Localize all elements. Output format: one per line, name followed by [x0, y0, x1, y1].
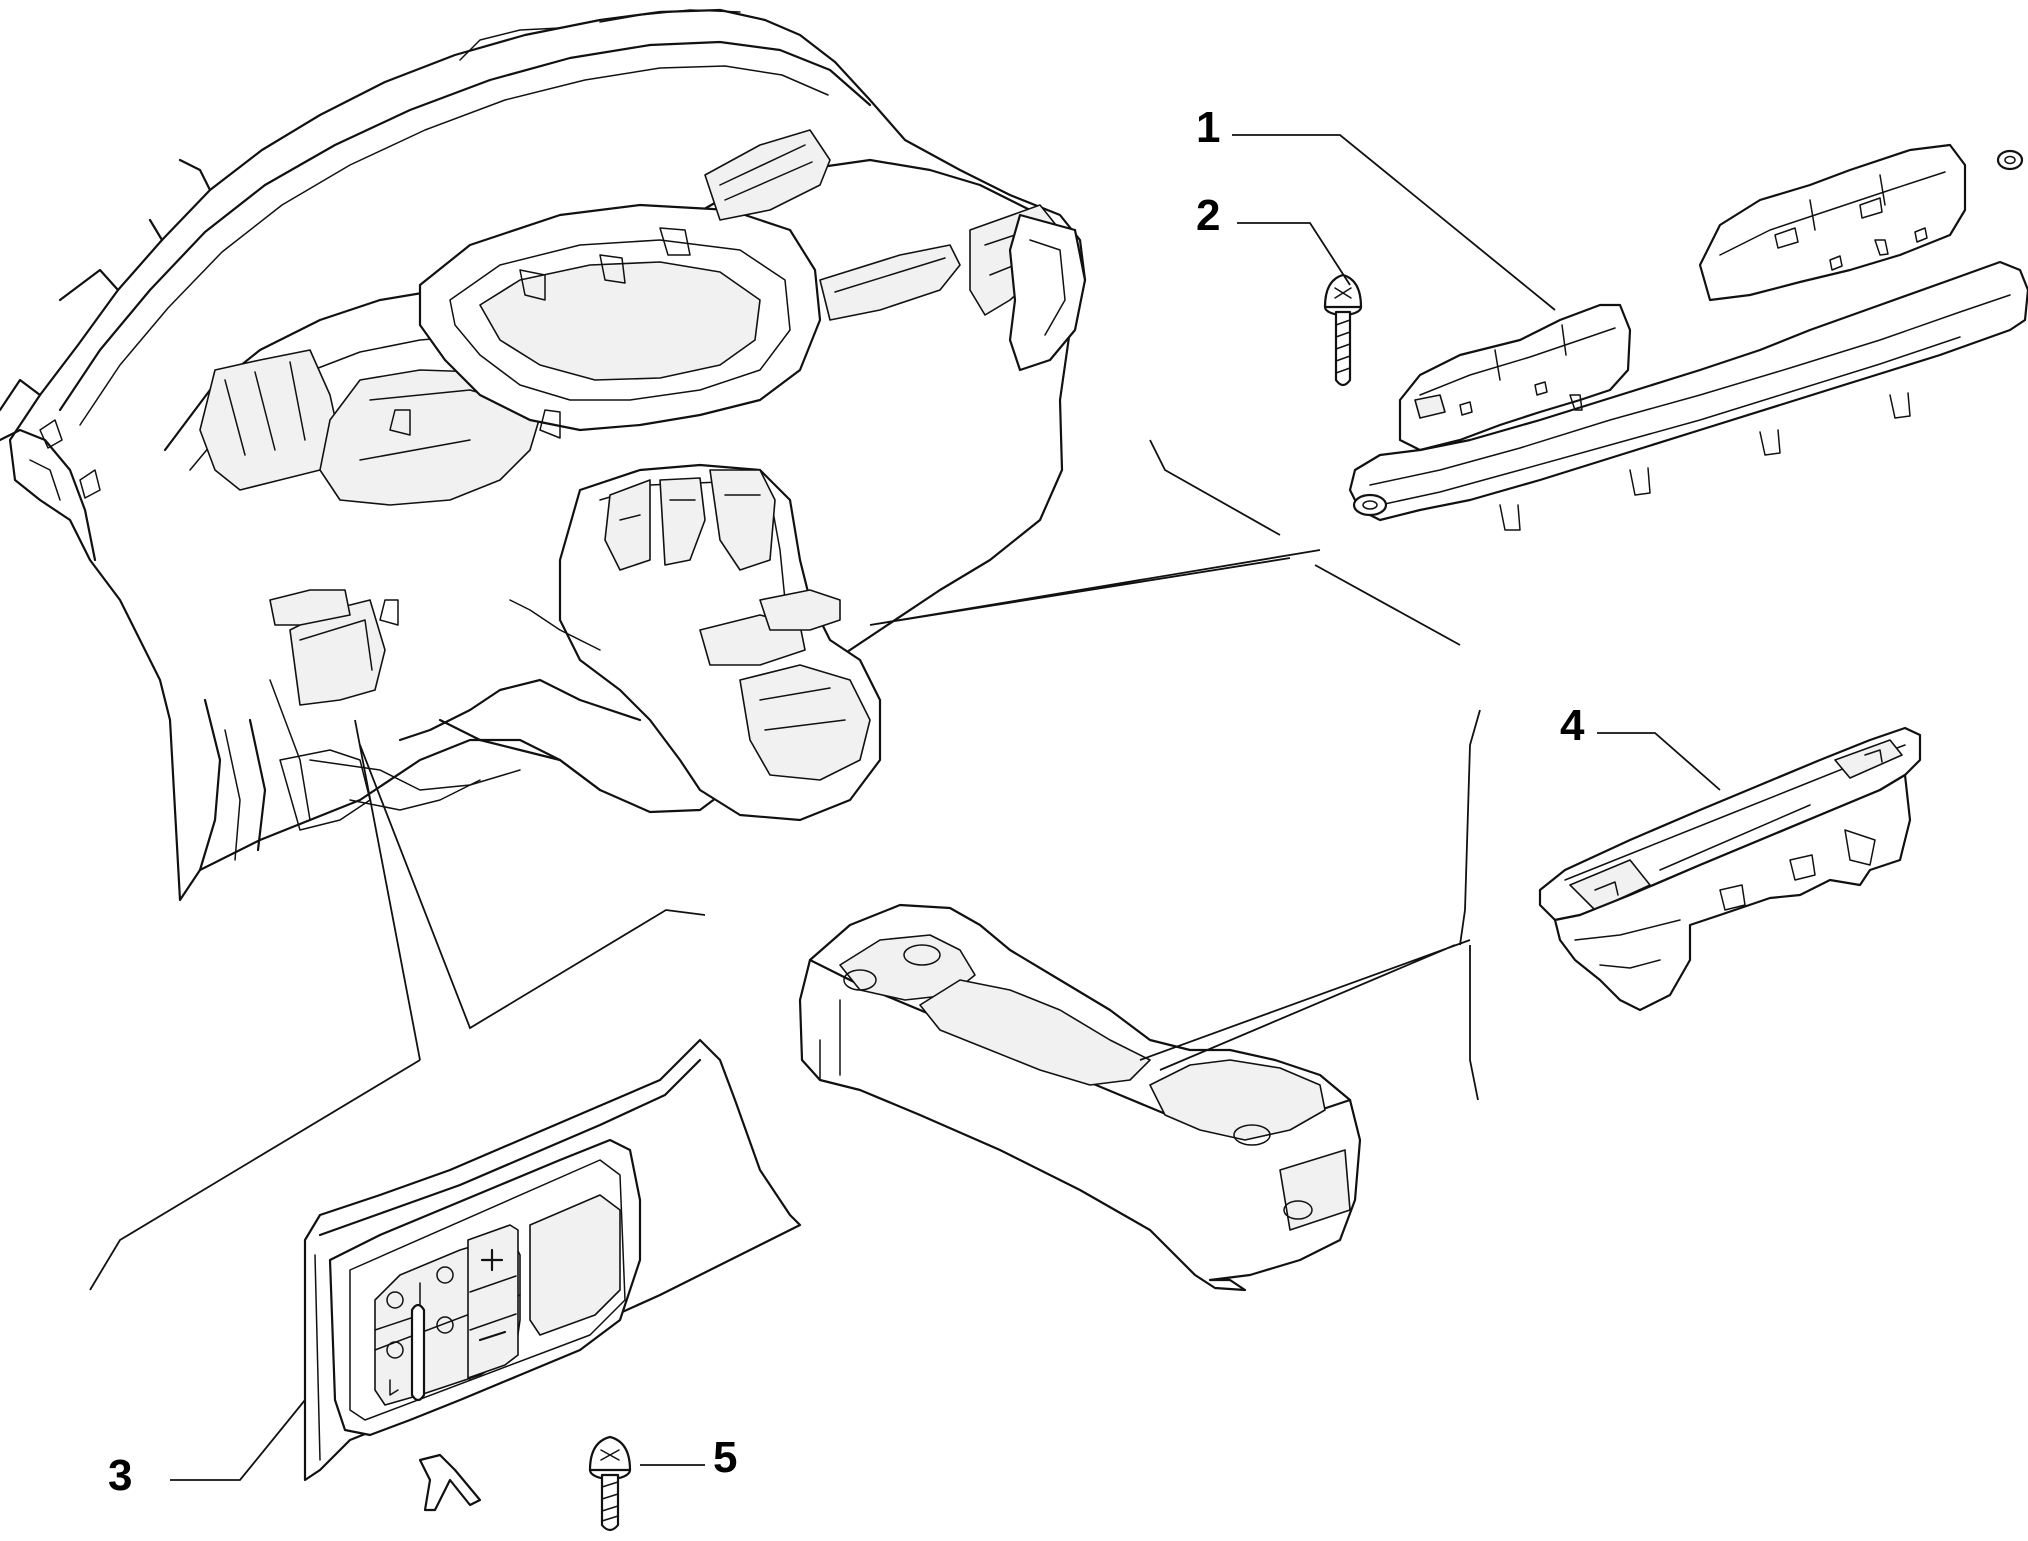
part-3-light-switch-panel	[303, 1038, 802, 1512]
part-2-screw	[1323, 273, 1363, 387]
dashboard-assembly	[0, 8, 1087, 902]
callout-1: 1	[1196, 103, 1220, 152]
callout-2: 2	[1196, 191, 1220, 240]
part-5-screw	[588, 1435, 632, 1532]
center-console-bin	[798, 903, 1362, 1292]
callout-5: 5	[713, 1433, 737, 1482]
callout-labels: 1 2 3 4 5	[108, 103, 1585, 1500]
leader-lines	[89, 134, 1721, 1481]
part-4-window-switch	[1538, 726, 1922, 1012]
part-1-window-switch-panel	[1348, 143, 2028, 531]
callout-3: 3	[108, 1451, 132, 1500]
callout-4: 4	[1560, 701, 1585, 750]
